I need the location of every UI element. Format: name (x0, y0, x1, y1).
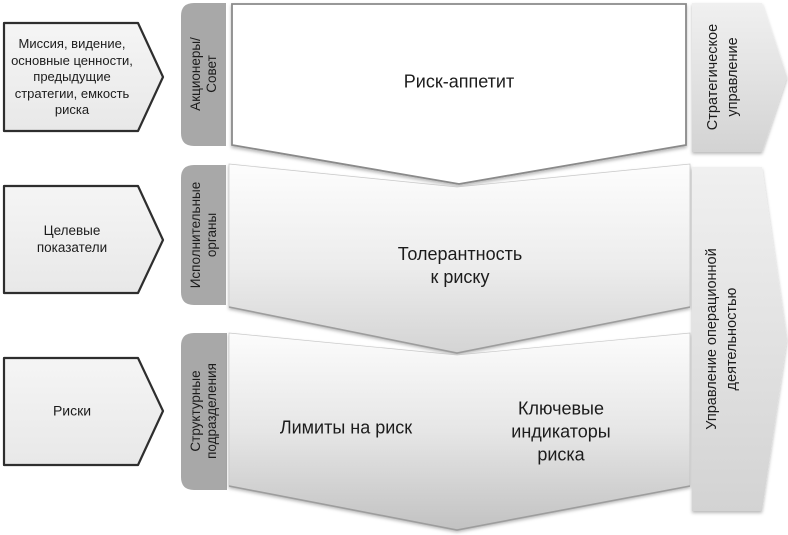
input-label-risks: Риски (52, 402, 92, 419)
input-arrow-mission (2, 21, 165, 133)
level-label-structural-units: Структурные подразделения (188, 363, 219, 459)
scope-arrow-strategic (692, 3, 787, 152)
scope-arrow-operational (692, 167, 787, 511)
level-label-executive-bodies: Исполнительные органы (188, 181, 219, 289)
level-bar-executive (181, 165, 226, 305)
input-label-mission: Миссия, видение, основные ценности, пред… (11, 35, 133, 117)
scope-label-strategic-management: Стратегическое управление (705, 23, 741, 131)
band-risk-appetite (231, 3, 687, 185)
input-arrow-risks (2, 356, 165, 467)
level-bar-shareholders (181, 3, 226, 146)
input-label-targets: Целевые показатели (36, 223, 108, 255)
level-label-shareholders-board: Акционеры/ Совет (188, 37, 219, 111)
band-label-risk-limits: Лимиты на риск (279, 417, 413, 438)
level-bar-structural (181, 333, 227, 490)
input-arrow-targets (2, 184, 165, 295)
band-label-risk-appetite: Риск-аппетит (403, 71, 515, 92)
band-risk-tolerance-edge (228, 306, 691, 354)
band-risk-limits-edge (228, 485, 691, 531)
scope-label-operational-management: Управление операционной деятельностью (704, 248, 740, 430)
band-label-risk-tolerance: Толерантность к риску (397, 244, 523, 287)
band-label-key-risk-indicators: Ключевые индикаторы риска (511, 398, 611, 465)
